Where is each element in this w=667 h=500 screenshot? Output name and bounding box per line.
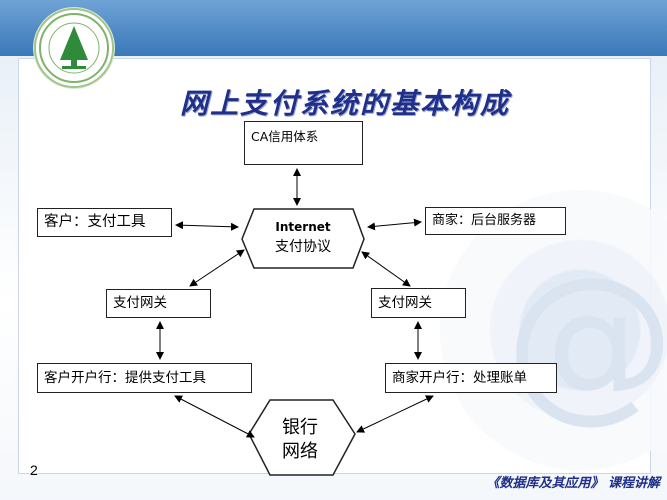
customer-box: 客户：支付工具 [37, 208, 172, 237]
at-sign-watermark-icon: @ [505, 241, 667, 439]
merchant-bank-box: 商家开户行：处理账单 [385, 363, 557, 393]
connector-customer-internet [175, 221, 239, 231]
slide-title: 网上支付系统的基本构成 [179, 87, 510, 120]
merchant-bank-label: 商家开户行：处理账单 [392, 370, 527, 386]
internet-hexagon [241, 208, 365, 269]
merchant-box: 商家：后台服务器 [425, 207, 566, 235]
customer-bank-label: 客户开户行：提供支付工具 [44, 370, 206, 386]
payment-protocol-label: 支付协议 [275, 239, 331, 255]
customer-label: 客户：支付工具 [44, 214, 146, 230]
gateway-left-label: 支付网关 [113, 295, 167, 311]
internet-label: Internet [275, 220, 331, 234]
ca-label: CA信用体系 [251, 129, 319, 144]
merchant-label: 商家：后台服务器 [432, 213, 537, 228]
bank-network-label-line1: 银行 [282, 417, 318, 438]
connector-internet-merchant [367, 218, 422, 231]
university-logo [34, 8, 114, 88]
payment-gateway-left-box: 支付网关 [106, 289, 211, 318]
payment-gateway-right-box: 支付网关 [371, 288, 466, 318]
watermark-circle [440, 190, 667, 470]
gateway-right-label: 支付网关 [378, 295, 432, 311]
page-number: 2 [30, 462, 38, 478]
bank-network-label-line2: 网络 [282, 441, 318, 462]
connector-internet-gateway-right [361, 251, 411, 287]
connector-customer-bank-network [174, 395, 255, 438]
connector-internet-gateway-left [189, 249, 245, 287]
customer-bank-box: 客户开户行：提供支付工具 [37, 363, 252, 393]
course-footer: 《数据库及其应用》 课程讲解 [486, 476, 660, 491]
connector-merchant-bank-network [356, 395, 434, 433]
logo-emblem-icon [39, 13, 109, 83]
ca-credit-system-box: CA信用体系 [244, 121, 363, 165]
